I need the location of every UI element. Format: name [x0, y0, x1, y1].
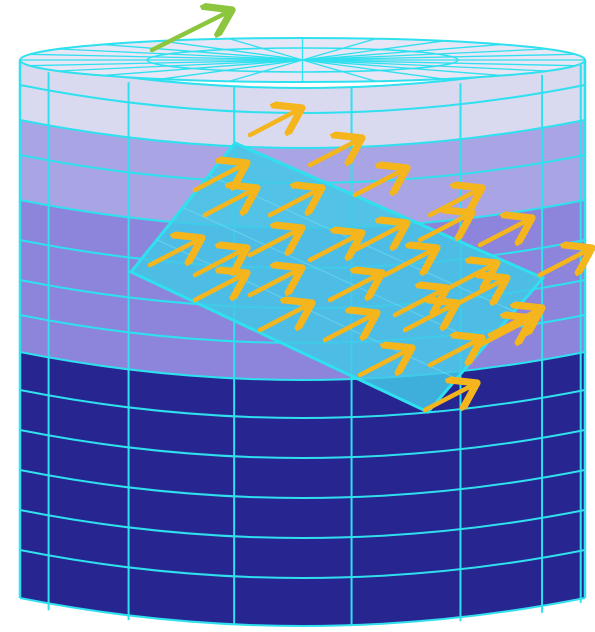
- grid-ring-3: [19, 119, 586, 149]
- orange-arrow-icon: [442, 265, 493, 293]
- grid-ring-12: [19, 469, 586, 499]
- orange-arrow-icon: [402, 305, 453, 333]
- orange-arrow-icon: [267, 190, 318, 218]
- grid-ring-11: [19, 429, 586, 459]
- top-cap-spoke-12: [29, 53, 576, 67]
- grid-ring-14: [19, 549, 586, 579]
- orange-arrow-icon: [452, 280, 503, 308]
- orange-arrow-icon: [192, 275, 243, 303]
- orange-arrow-icon: [307, 235, 358, 263]
- orange-arrow-icon: [427, 190, 478, 218]
- orange-arrow-icon: [487, 310, 538, 338]
- orange-arrow-icon: [352, 170, 403, 198]
- orange-arrow-icon: [247, 270, 298, 298]
- cylinder-top-cap: [19, 37, 586, 83]
- orange-arrow-icon: [427, 340, 478, 368]
- orange-arrow-icon: [477, 220, 528, 248]
- orange-arrow-icon: [382, 250, 433, 278]
- green-arrow-icon: [149, 12, 228, 53]
- orange-arrow-icon: [322, 315, 373, 343]
- orange-arrow-icon: [192, 250, 243, 278]
- orange-arrow-icon: [307, 140, 358, 168]
- orange-arrow-icon: [417, 215, 468, 243]
- orange-arrow-icon: [327, 275, 378, 303]
- orange-arrow-icon: [537, 250, 588, 278]
- orange-arrow-icon: [422, 385, 473, 413]
- orange-arrow-icon: [257, 305, 308, 333]
- orange-arrow-icon: [357, 350, 408, 378]
- grid-ring-10: [19, 389, 586, 419]
- orange-arrow-icon: [202, 190, 253, 218]
- grid-ring-9: [19, 351, 586, 381]
- grid-ring-13: [19, 509, 586, 539]
- orange-arrow-icon: [247, 230, 298, 258]
- grid-ring-15: [19, 597, 586, 627]
- orange-arrow-icon: [392, 290, 443, 318]
- normal-vector: [149, 12, 228, 53]
- orange-arrow-icon: [147, 240, 198, 268]
- orange-arrow-icon: [192, 165, 243, 193]
- orange-arrow-icon: [247, 110, 298, 138]
- cylinder-band-4: [20, 352, 585, 626]
- field-arrows: [147, 110, 588, 413]
